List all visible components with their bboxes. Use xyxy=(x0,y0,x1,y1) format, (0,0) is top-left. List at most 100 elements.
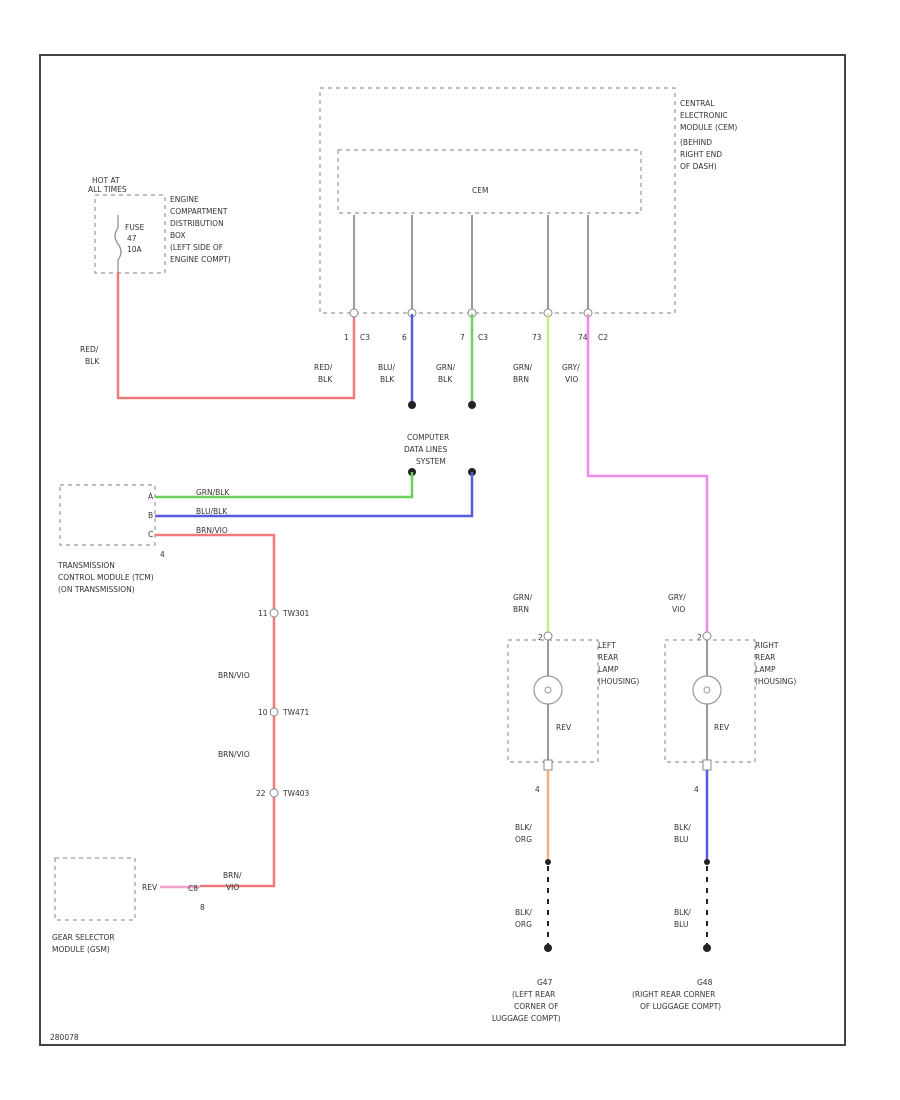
right-ground-label-2: (RIGHT REAR CORNER xyxy=(632,990,715,999)
connector-tw301-label: TW301 xyxy=(282,609,310,618)
cem-wire-red-label-2: BLK xyxy=(318,375,333,384)
cem-conn-c3a: C3 xyxy=(360,333,370,342)
right-ground-label-3: OF LUGGAGE COMPT) xyxy=(640,1002,721,1011)
cem-pin-73-label: 73 xyxy=(532,333,542,342)
right-lamp-filament xyxy=(703,686,711,694)
right-lamp-rev: REV xyxy=(714,723,730,732)
power-wire-label-2: BLK xyxy=(85,357,100,366)
gsm-label-2: MODULE (GSM) xyxy=(52,945,110,954)
cem-pin-7-label: 7 xyxy=(460,333,465,342)
power-wire-label: RED/ xyxy=(80,345,99,354)
right-lamp-bulb-icon xyxy=(692,675,722,705)
fuse-rating: 10A xyxy=(127,245,143,254)
left-rear-lamp: GRN/ BRN 2 REV LEFT REAR LAMP (HOUSING) … xyxy=(492,593,639,1023)
gsm-pin-number: 8 xyxy=(200,903,205,912)
cem-wire-red-label: RED/ xyxy=(314,363,333,372)
hot-label: HOT AT xyxy=(92,176,120,185)
left-lamp-bulb-icon xyxy=(533,675,563,705)
diagram-frame xyxy=(39,54,846,1046)
right-lamp-label-1: RIGHT xyxy=(755,641,779,650)
left-ground-label-3: CORNER OF xyxy=(514,1002,559,1011)
box-label-5: (LEFT SIDE OF xyxy=(170,243,223,252)
right-ground-icon xyxy=(703,944,711,952)
right-lamp-label-4: (HOUSING) xyxy=(755,677,796,686)
data-lines-label-2: DATA LINES xyxy=(404,445,447,454)
gsm-pin-label: C8 xyxy=(188,884,198,893)
cem-conn-c2: C2 xyxy=(598,333,608,342)
harness-connectors: 11 TW301 BRN/VIO 10 TW471 BRN/VIO 22 TW4… xyxy=(218,608,310,798)
left-ground-icon xyxy=(544,944,552,952)
tcm-pin-4: 4 xyxy=(160,550,165,559)
cem-pin-1-label: 1 xyxy=(344,333,349,342)
computer-data-lines: COMPUTER DATA LINES SYSTEM xyxy=(404,433,476,476)
cem-wire-blu-label-2: BLK xyxy=(380,375,395,384)
cem-wire-grn-label-2: BLK xyxy=(438,375,453,384)
data-lines-label-3: SYSTEM xyxy=(416,457,446,466)
harness-wire-label-2: BRN/VIO xyxy=(218,750,250,759)
fuse-number: 47 xyxy=(127,234,137,243)
right-lamp-wire-label-2: VIO xyxy=(672,605,685,614)
box-label-4: BOX xyxy=(170,231,186,240)
left-lamp-rev: REV xyxy=(556,723,572,732)
fuse-label: FUSE xyxy=(125,223,145,232)
right-lamp-label-2: REAR xyxy=(755,653,775,662)
tcm-pin-a: A xyxy=(148,492,154,501)
right-rear-lamp: GRY/ VIO 2 REV RIGHT REAR LAMP (HOUSING)… xyxy=(632,593,796,1011)
cem-pin-6-label: 6 xyxy=(402,333,407,342)
left-lamp-label-4: (HOUSING) xyxy=(598,677,639,686)
left-ground-wire-label-1: BLK/ xyxy=(515,823,532,832)
data-line-dot-blu xyxy=(408,401,416,409)
wire-red-blk xyxy=(116,272,356,400)
wire-gry-vio xyxy=(586,314,709,634)
gsm-wire-label-1: BRN/ xyxy=(223,871,242,880)
box-label-2: COMPARTMENT xyxy=(170,207,228,216)
left-ground-label-4: LUGGAGE COMPT) xyxy=(492,1014,561,1023)
gsm-rev-label: REV xyxy=(142,883,158,892)
right-ground-splice-dot xyxy=(704,859,710,865)
tcm-pin-b: B xyxy=(148,511,153,520)
connector-tw403-label: TW403 xyxy=(282,789,310,798)
cem-wire-grnbrn-label-2: BRN xyxy=(513,375,529,384)
right-ground-wire-label-2: BLU xyxy=(674,835,688,844)
left-lamp-pin-bottom-icon xyxy=(543,759,553,771)
gsm-wire-label-2: VIO xyxy=(226,883,239,892)
left-ground-splice-dot xyxy=(545,859,551,865)
cem-inner-box xyxy=(337,149,642,214)
cem-label-1: CENTRAL xyxy=(680,99,715,108)
right-lamp-pin-top-icon xyxy=(702,631,712,641)
wire-brn-vio-tcm xyxy=(155,533,276,888)
transmission-control-module: A B C 4 TRANSMISSION CONTROL MODULE (TCM… xyxy=(57,484,165,594)
tcm-label-2: CONTROL MODULE (TCM) xyxy=(58,573,154,582)
cem-label-4: (BEHIND xyxy=(680,138,712,147)
central-electronic-module: CEM CENTRAL ELECTRONIC MODULE (CEM) (BEH… xyxy=(314,87,737,384)
fuse-icon xyxy=(114,215,122,272)
cem-inner-label: CEM xyxy=(472,186,488,195)
right-lamp-pin-bottom-icon xyxy=(702,759,712,771)
cem-label-5: RIGHT END xyxy=(680,150,722,159)
data-line-dot-grn xyxy=(468,401,476,409)
power-source: HOT AT ALL TIMES FUSE 47 10A ENGINE COMP… xyxy=(80,176,231,366)
right-lamp-pin-bottom: 4 xyxy=(694,785,699,794)
left-lamp-label-2: REAR xyxy=(598,653,618,662)
cem-wire-grnbrn-label: GRN/ xyxy=(513,363,533,372)
left-ground-label-2: (LEFT REAR xyxy=(512,990,555,999)
diagram-code: 280078 xyxy=(50,1033,79,1042)
harness-wire-label-1: BRN/VIO xyxy=(218,671,250,680)
tcm-pin-c: C xyxy=(148,530,153,539)
left-ground-wire-label-4: ORG xyxy=(515,920,532,929)
left-lamp-housing xyxy=(507,639,599,763)
left-lamp-label-3: LAMP xyxy=(598,665,619,674)
right-ground-label-1: G48 xyxy=(697,978,713,987)
cem-wire-grn-label: GRN/ xyxy=(436,363,456,372)
connector-tw403 xyxy=(269,788,279,798)
left-ground-label-1: G47 xyxy=(537,978,553,987)
cem-pin-1 xyxy=(349,308,359,318)
right-ground-wire-label-3: BLK/ xyxy=(674,908,691,917)
tcm-label-3: (ON TRANSMISSION) xyxy=(58,585,135,594)
connector-tw471-label: TW471 xyxy=(282,708,310,717)
wire-blu-blk-tcm xyxy=(155,472,474,518)
cem-label-6: OF DASH) xyxy=(680,162,717,171)
right-lamp-wire-label-1: GRY/ xyxy=(668,593,686,602)
wire-grn-blk-tcm xyxy=(155,472,414,499)
cem-pin-74-label: 74 xyxy=(578,333,588,342)
